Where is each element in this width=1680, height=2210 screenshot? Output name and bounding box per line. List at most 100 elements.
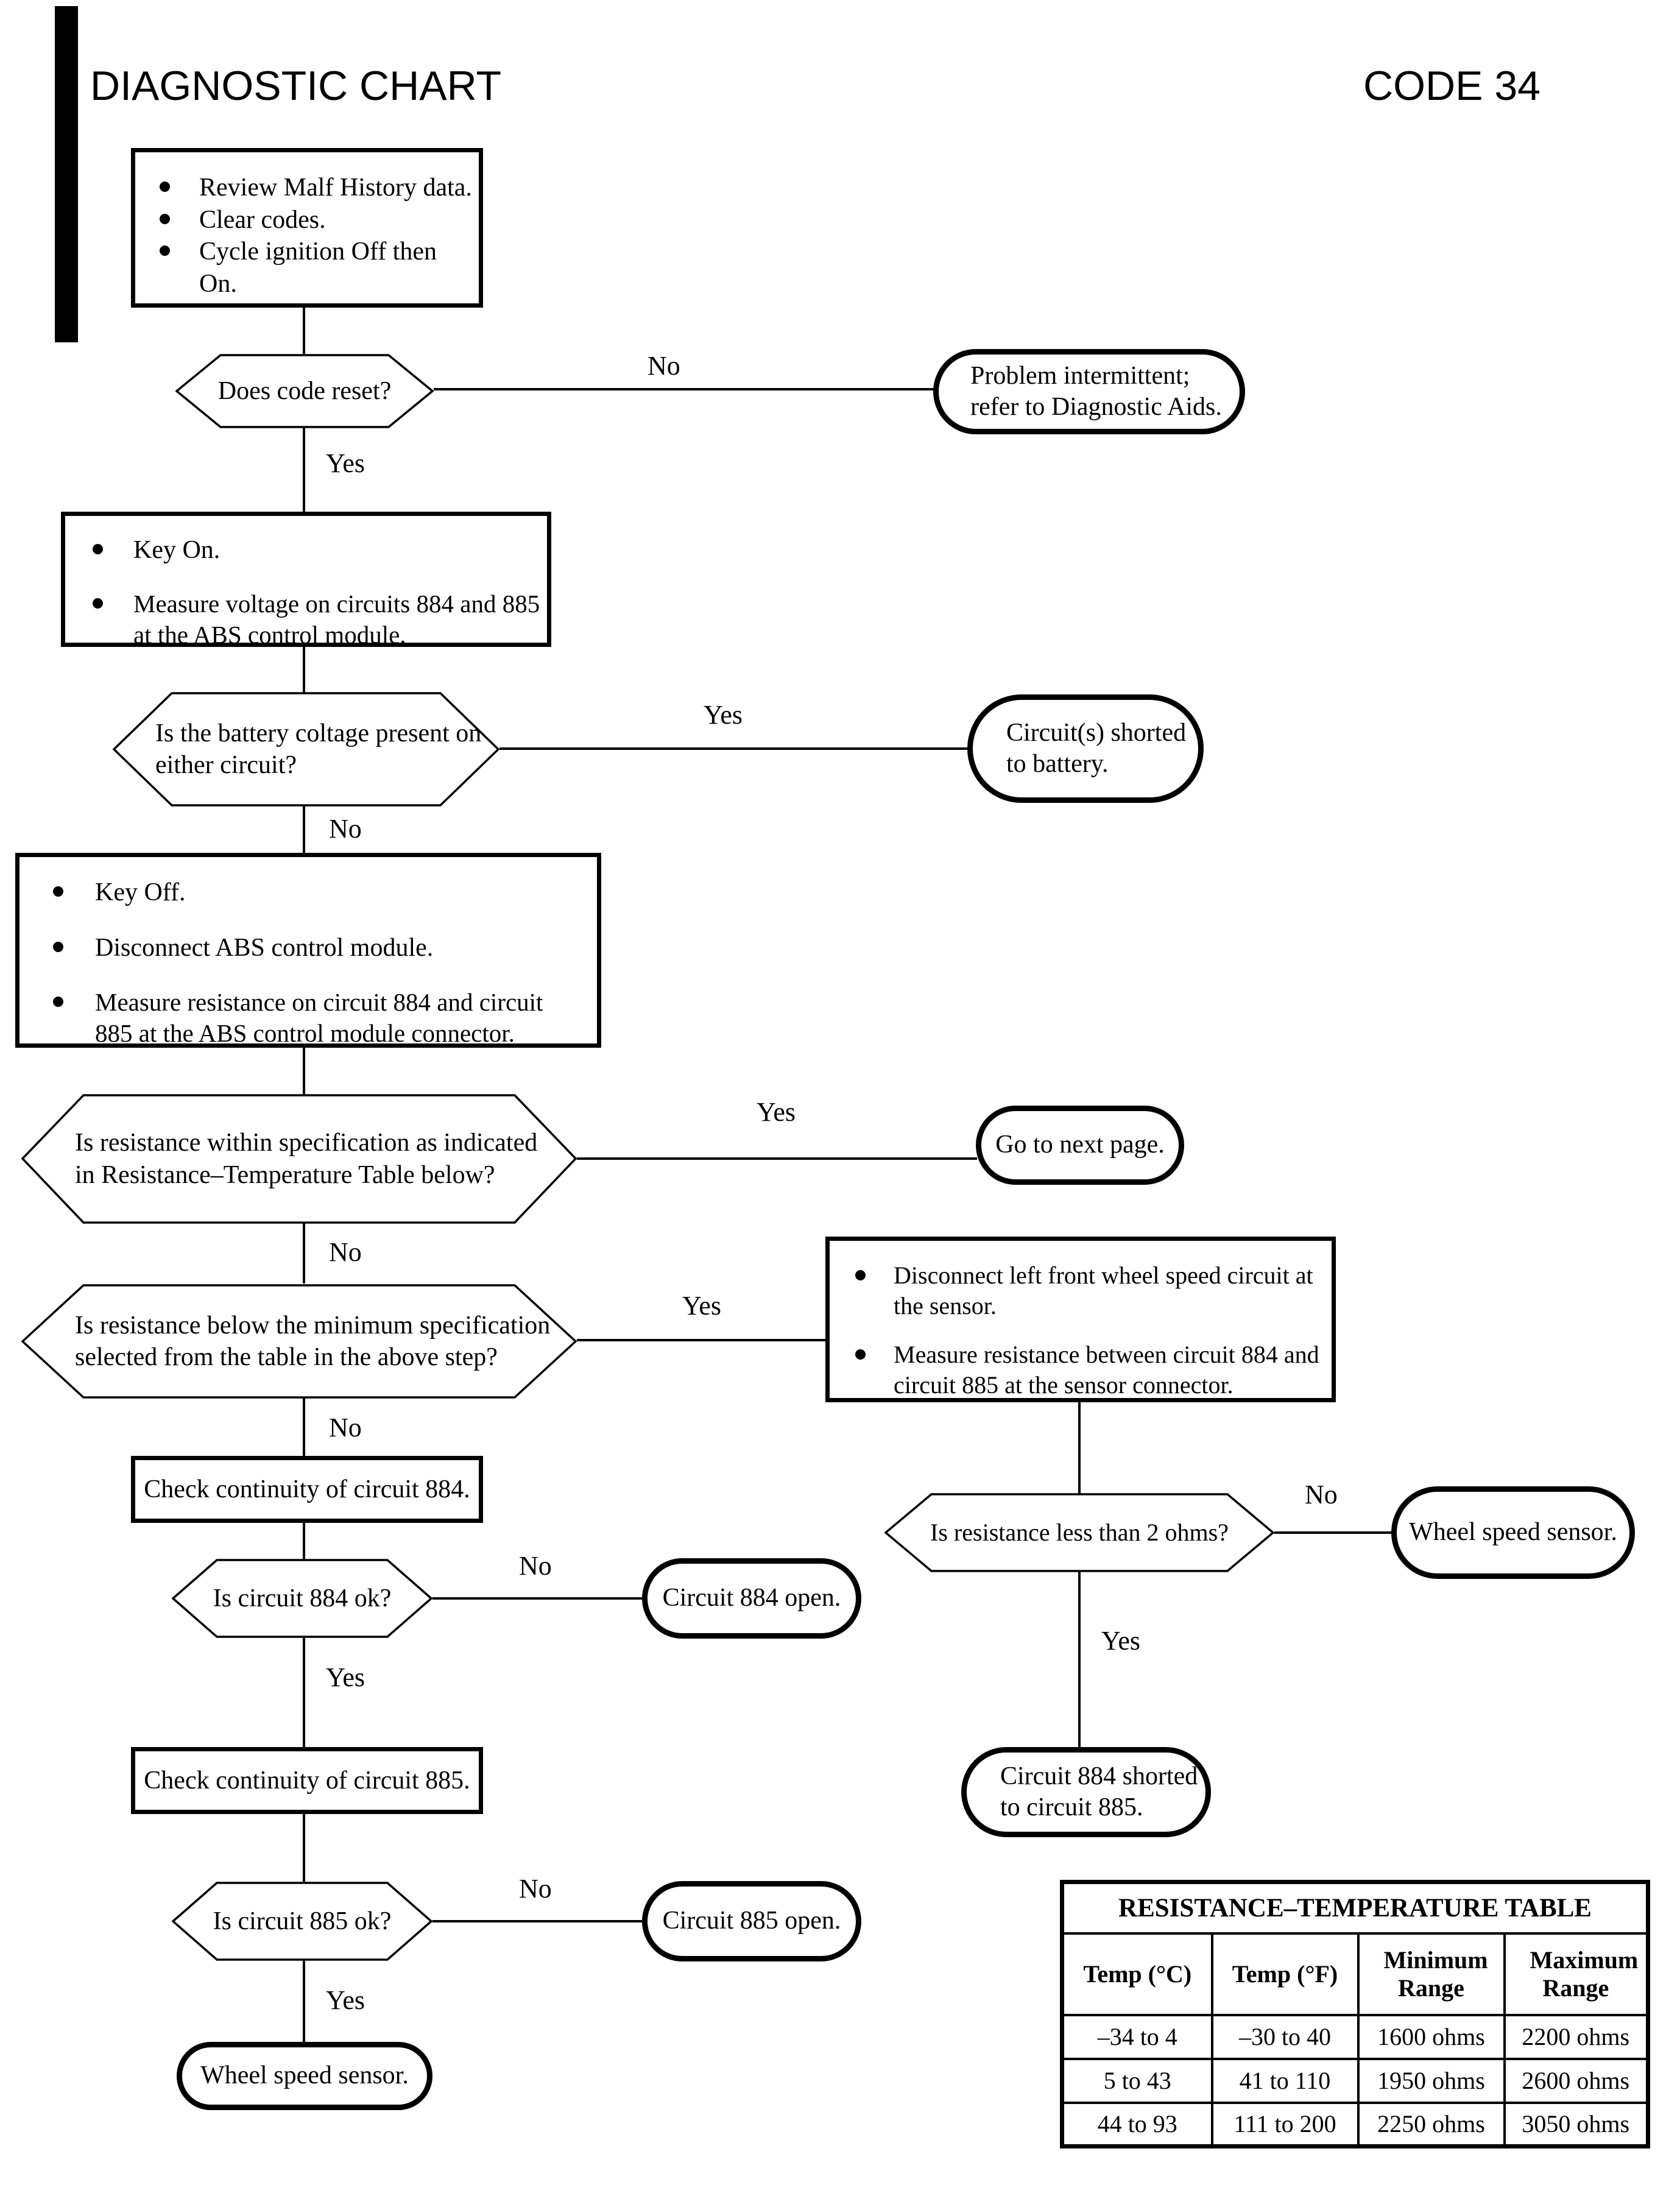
table-cell: –30 to 40 [1210,2013,1360,2060]
hexagon-shape [113,692,499,807]
bullet-icon [855,1349,866,1360]
connector [1078,1401,1081,1494]
terminal-text: Circuit(s) shorted to battery. [1006,718,1187,778]
process-disconnect-sensor: Disconnect left front wheel speed circui… [825,1237,1336,1402]
hexagon-shape [172,1882,432,1961]
terminal-text: Wheel speed sensor. [200,2061,409,2090]
process-text: Check continuity of circuit 885. [144,1766,470,1795]
connector [303,1637,305,1748]
bullet-icon [160,245,170,256]
hexagon-shape [21,1284,577,1399]
decision-text: Is circuit 884 ok? [213,1584,392,1612]
list-item-text: Measure resistance on circuit 884 and ci… [95,988,543,1048]
connector [303,646,305,693]
decision-text: Does code reset? [217,376,392,405]
hexagon-shape [21,1094,577,1224]
table-cell: 1600 ohms [1357,2013,1506,2060]
process-check-884: Check continuity of circuit 884. [131,1456,483,1523]
resistance-temperature-table: RESISTANCE–TEMPERATURE TABLE Temp (°C) T… [1060,1880,1651,2148]
edge-label-no: No [519,1874,552,1904]
terminal-next-page: Go to next page. [976,1106,1184,1185]
terminal-text: Wheel speed sensor. [1409,1518,1617,1547]
terminal-text: Circuit 884 open. [662,1584,841,1612]
connector [303,1223,305,1283]
decision-less-2-ohms: Is resistance less than 2 ohms? [884,1492,1274,1573]
list-item-text: Disconnect left front wheel speed circui… [894,1262,1313,1319]
terminal-text: Go to next page. [995,1131,1165,1159]
decision-text: Is resistance below the minimum specific… [75,1311,551,1372]
terminal-wheel-sensor-right: Wheel speed sensor. [1391,1486,1635,1579]
list-item: Key Off. [53,877,585,909]
bullet-icon [160,213,170,224]
table-cell: 1950 ohms [1357,2057,1506,2104]
table-cell: 111 to 200 [1210,2101,1360,2148]
decision-text: Is resistance within specification as in… [75,1129,538,1189]
table-title: RESISTANCE–TEMPERATURE TABLE [1061,1880,1650,1935]
connector [577,1157,977,1160]
column-header: Temp (°F) [1210,1932,1360,2016]
list-item: Disconnect left front wheel speed circui… [855,1260,1327,1321]
terminal-intermittent: Problem intermittent; refer to Diagnosti… [933,349,1245,434]
connector [303,308,305,355]
list-item: Clear codes. [160,204,473,236]
bullet-icon [160,182,170,192]
edge-label-yes: Yes [757,1097,796,1127]
edge-label-yes: Yes [704,700,743,730]
hexagon-shape [172,1559,432,1638]
decision-text: Is circuit 885 ok? [213,1907,392,1935]
connector [1274,1531,1391,1534]
table-cell: 2250 ohms [1357,2101,1506,2148]
connector [303,1813,305,1882]
terminal-884-open: Circuit 884 open. [642,1558,861,1639]
process-check-885: Check continuity of circuit 885. [131,1747,483,1814]
decision-885-ok: Is circuit 885 ok? [172,1881,432,1961]
table-row: 44 to 93 111 to 200 2250 ohms 3050 ohms [1061,2101,1650,2148]
decision-text: Is the battery coltage present on either… [155,719,482,780]
connector [303,1960,305,2043]
list-item-text: Key On. [133,536,221,564]
edge-label-yes: Yes [1101,1626,1141,1656]
list-item-text: Clear codes. [199,205,326,234]
bullet-icon [53,886,63,897]
bullet-icon [93,598,103,609]
list-item-text: Review Malf History data. [199,174,472,202]
decision-below-min: Is resistance below the minimum specific… [21,1283,577,1399]
bullet-icon [53,997,63,1007]
list-item: Cycle ignition Off then On. [160,236,473,300]
edge-label-no: No [519,1551,552,1581]
column-header: Maximum Range [1503,1932,1650,2016]
table-cell: –34 to 4 [1061,2013,1213,2060]
terminal-text: Circuit 884 shorted to circuit 885. [1000,1762,1198,1821]
edge-label-no: No [1305,1480,1338,1509]
terminal-text: Circuit 885 open. [662,1907,841,1935]
process-key-on: Key On. Measure voltage on circuits 884 … [61,512,551,649]
decision-text: Is resistance less than 2 ohms? [930,1519,1229,1546]
list-item-text: Measure voltage on circuits 884 and 885 … [133,589,540,649]
page-title: DIAGNOSTIC CHART [90,63,502,109]
process-key-off: Key Off. Disconnect ABS control module. … [15,853,601,1048]
table-cell: 41 to 110 [1210,2057,1360,2104]
connector [432,1920,642,1922]
connector [303,1397,305,1457]
connector [577,1339,827,1341]
decision-884-ok: Is circuit 884 ok? [172,1558,432,1639]
connector [434,388,934,390]
list-item: Key On. [93,534,541,567]
connector [303,428,305,513]
table-row: –34 to 4 –30 to 40 1600 ohms 2200 ohms [1061,2013,1650,2060]
list-item-text: Key Off. [95,878,186,906]
scan-artifact-bar [55,6,78,342]
terminal-text: Problem intermittent; refer to Diagnosti… [970,361,1222,421]
edge-label-yes: Yes [326,1985,365,2015]
hexagon-shape [175,354,434,428]
bullet-icon [53,941,63,952]
start-box: Review Malf History data. Clear codes. C… [131,148,483,308]
edge-label-no: No [329,814,362,844]
list-item: Measure resistance between circuit 884 a… [855,1340,1327,1400]
connector [1078,1572,1081,1748]
table-cell: 2200 ohms [1503,2013,1650,2060]
hexagon-shape [884,1493,1274,1572]
edge-label-yes: Yes [326,448,365,478]
table-cell: 44 to 93 [1061,2101,1213,2148]
